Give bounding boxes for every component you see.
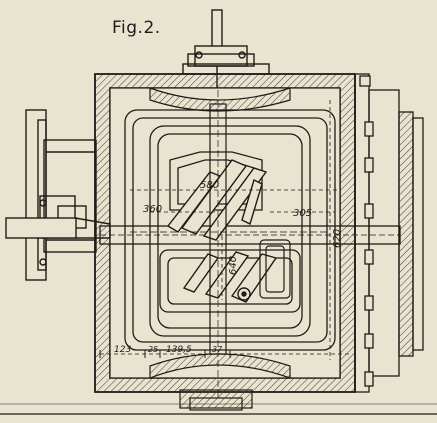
cross-ribs [130,90,330,400]
rotor-frames [124,109,336,351]
dimension-305: 305 [293,208,312,219]
dimension-lines [100,100,350,360]
right-flange [354,73,424,393]
figure-title: Fig.2. [112,18,161,38]
dimension-620: 620 [332,229,343,248]
dimension-360: 360 [143,204,162,215]
dimension-580: 580 [200,180,219,191]
dimension-25: 25 [148,345,158,354]
left-shaft-assembly [5,109,111,281]
dimension-139-5: 139,5 [166,345,192,355]
vane-blades [166,159,278,303]
dimension-ticks [99,350,341,358]
dimension-640: 640 [228,256,239,275]
dimension-123: 123 [114,345,131,355]
bosses [149,87,291,411]
dimension-37: 37 [212,345,223,354]
housing-casing [94,73,356,393]
